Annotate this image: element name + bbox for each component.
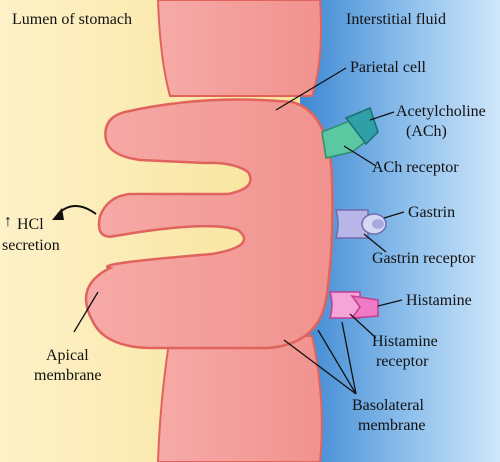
gastrin-receptor-shape [335, 209, 369, 239]
interstitial-region [300, 0, 500, 462]
leader-gastrin-receptor [363, 233, 387, 253]
leader-basolateral-2 [317, 329, 357, 395]
leader-apical-membrane [73, 291, 99, 333]
leader-ach-receptor [343, 145, 377, 167]
histamine-receptor-label-2: receptor [376, 353, 429, 370]
lumen-label: Lumen of stomach [12, 11, 132, 28]
leader-lines [73, 67, 405, 395]
gastrin-receptor-label: Gastrin receptor [372, 250, 476, 267]
parietal-cell [84, 98, 334, 350]
leader-acetylcholine [369, 111, 395, 121]
leader-histamine-receptor [349, 313, 377, 339]
lower-neighbor-cell [156, 335, 323, 462]
histamine-molecule [350, 294, 379, 319]
ach-abbrev-label: (ACh) [406, 123, 447, 140]
hcl-secretion-label: secretion [2, 237, 60, 254]
leader-gastrin [383, 211, 405, 219]
hcl-up-arrow: ↑ [4, 213, 12, 230]
interstitial-fluid-label: Interstitial fluid [346, 11, 446, 28]
acetylcholine-molecule [344, 106, 379, 146]
gastrin-label: Gastrin [408, 204, 456, 221]
leader-basolateral-1 [283, 339, 357, 395]
histamine-receptor-label-1: Histamine [372, 333, 438, 350]
apical-label-1: Apical [46, 347, 89, 364]
apical-label-2: membrane [34, 367, 102, 384]
basolateral-label-1: Basolateral [352, 397, 424, 414]
leader-parietal-cell [275, 67, 347, 111]
basolateral-label-2: membrane [358, 417, 426, 434]
parietal-cell-label: Parietal cell [350, 59, 426, 76]
leader-histamine [377, 299, 403, 307]
ach-receptor-label: ACh receptor [372, 159, 459, 176]
histamine-label: Histamine [406, 292, 472, 309]
hcl-label: HCl [17, 216, 44, 233]
leader-basolateral-3 [341, 321, 357, 395]
acetylcholine-label: Acetylcholine [396, 103, 486, 120]
upper-neighbor-cell [156, 0, 322, 97]
